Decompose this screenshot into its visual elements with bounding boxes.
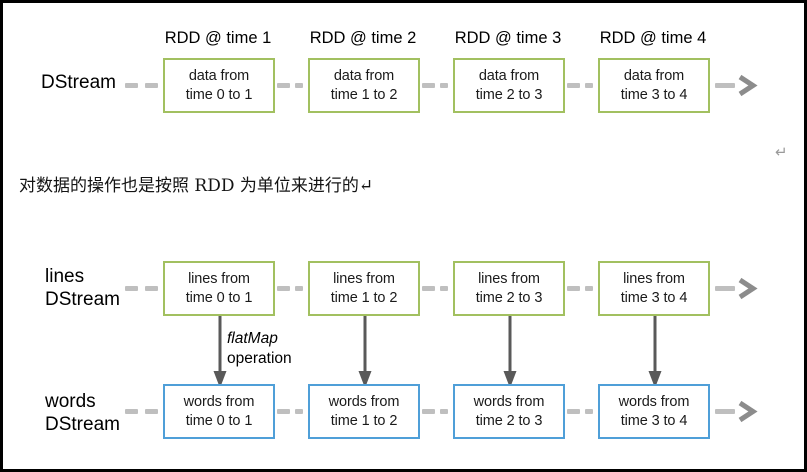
lines-dash-1a xyxy=(277,286,290,291)
dstream-dash-1b xyxy=(295,83,303,88)
lines-label-line2: DStream xyxy=(45,289,120,310)
flatmap-kind: operation xyxy=(227,350,292,367)
dstream-box-1: data from time 0 to 1 xyxy=(163,58,275,113)
words-box-2-line1: words from xyxy=(328,393,400,410)
lines-box-3-line1: lines from xyxy=(478,270,540,287)
words-dash-tail xyxy=(715,409,735,414)
paragraph-mark-standalone: ↵ xyxy=(775,143,788,161)
lines-box-1-line1: lines from xyxy=(188,270,250,287)
flatmap-arrow-1-icon xyxy=(212,316,228,390)
lines-box-4: lines from time 3 to 4 xyxy=(598,261,710,316)
dstream-box-3-line1: data from xyxy=(478,67,540,84)
rdd-caption-2: RDD @ time 2 xyxy=(309,29,417,47)
dstream-dash-3b xyxy=(585,83,593,88)
dstream-box-1-line1: data from xyxy=(188,67,250,84)
lines-dash-lead-a xyxy=(125,286,138,291)
lines-arrow-head-icon xyxy=(736,276,762,302)
lines-box-3-line2: time 2 to 3 xyxy=(475,289,543,306)
words-box-3-line1: words from xyxy=(473,393,545,410)
lines-dash-3a xyxy=(567,286,580,291)
lines-dash-1b xyxy=(295,286,303,291)
rdd-caption-1: RDD @ time 1 xyxy=(164,29,272,47)
flatmap-arrow-2-icon xyxy=(357,316,373,390)
words-dash-lead-b xyxy=(145,409,158,414)
words-arrow-head-icon xyxy=(736,399,762,425)
dstream-box-4-line1: data from xyxy=(623,67,685,84)
dstream-box-4: data from time 3 to 4 xyxy=(598,58,710,113)
words-box-2: words from time 1 to 2 xyxy=(308,384,420,439)
rdd-caption-3: RDD @ time 3 xyxy=(454,29,562,47)
dstream-dash-2b xyxy=(440,83,448,88)
lines-box-1: lines from time 0 to 1 xyxy=(163,261,275,316)
lines-dash-2a xyxy=(422,286,435,291)
body-paragraph: 对数据的操作也是按照 RDD 为单位来进行的↵ xyxy=(19,176,374,196)
lines-box-3: lines from time 2 to 3 xyxy=(453,261,565,316)
dstream-arrow-head-icon xyxy=(736,73,762,99)
lines-box-2: lines from time 1 to 2 xyxy=(308,261,420,316)
dstream-dash-2a xyxy=(422,83,435,88)
words-dash-2a xyxy=(422,409,435,414)
lines-box-4-line1: lines from xyxy=(623,270,685,287)
dstream-box-3: data from time 2 to 3 xyxy=(453,58,565,113)
words-dash-lead-a xyxy=(125,409,138,414)
words-box-1: words from time 0 to 1 xyxy=(163,384,275,439)
words-box-1-line2: time 0 to 1 xyxy=(185,412,253,429)
flatmap-name: flatMap xyxy=(227,330,278,347)
words-dash-1b xyxy=(295,409,303,414)
dstream-dash-tail xyxy=(715,83,735,88)
words-dash-1a xyxy=(277,409,290,414)
words-box-4-line2: time 3 to 4 xyxy=(620,412,688,429)
lines-label-line1: lines xyxy=(45,266,85,287)
dstream-box-2: data from time 1 to 2 xyxy=(308,58,420,113)
lines-dash-lead-b xyxy=(145,286,158,291)
words-box-4-line1: words from xyxy=(618,393,690,410)
dstream-box-2-line2: time 1 to 2 xyxy=(330,86,398,103)
flatmap-arrow-3-icon xyxy=(502,316,518,390)
words-label-line1: words xyxy=(45,391,96,412)
lines-box-1-line2: time 0 to 1 xyxy=(185,289,253,306)
words-label-line2: DStream xyxy=(45,414,120,435)
lines-dstream-row-label: lines DStream xyxy=(45,265,120,311)
dstream-box-2-line1: data from xyxy=(333,67,395,84)
lines-box-2-line1: lines from xyxy=(333,270,395,287)
words-box-1-line1: words from xyxy=(183,393,255,410)
dstream-dash-3a xyxy=(567,83,580,88)
lines-dash-2b xyxy=(440,286,448,291)
dstream-dash-lead-b xyxy=(145,83,158,88)
lines-dash-tail xyxy=(715,286,735,291)
rdd-caption-4: RDD @ time 4 xyxy=(599,29,707,47)
lines-dash-3b xyxy=(585,286,593,291)
dstream-box-1-line2: time 0 to 1 xyxy=(185,86,253,103)
flatmap-operation-label: flatMap operation xyxy=(227,329,292,369)
dstream-row-label: DStream xyxy=(41,72,116,93)
dstream-box-3-line2: time 2 to 3 xyxy=(475,86,543,103)
words-dstream-row-label: words DStream xyxy=(45,390,120,436)
dstream-dash-1a xyxy=(277,83,290,88)
words-box-3: words from time 2 to 3 xyxy=(453,384,565,439)
lines-box-2-line2: time 1 to 2 xyxy=(330,289,398,306)
dstream-dash-lead-a xyxy=(125,83,138,88)
lines-box-4-line2: time 3 to 4 xyxy=(620,289,688,306)
words-dash-2b xyxy=(440,409,448,414)
words-dash-3a xyxy=(567,409,580,414)
flatmap-arrow-4-icon xyxy=(647,316,663,390)
words-box-4: words from time 3 to 4 xyxy=(598,384,710,439)
dstream-box-4-line2: time 3 to 4 xyxy=(620,86,688,103)
words-box-3-line2: time 2 to 3 xyxy=(475,412,543,429)
words-box-2-line2: time 1 to 2 xyxy=(330,412,398,429)
words-dash-3b xyxy=(585,409,593,414)
